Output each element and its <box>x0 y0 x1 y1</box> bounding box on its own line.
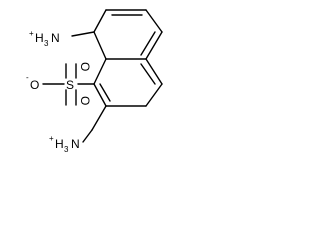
ammonium-group-bottom: + H 3 N <box>49 134 80 154</box>
bond <box>93 58 107 85</box>
charge-plus: + <box>49 134 54 143</box>
bond <box>145 31 163 60</box>
ring-bonds <box>91 9 163 131</box>
double-bond-lines <box>99 14 156 102</box>
bond <box>145 58 163 85</box>
oxygen-label-bottom: O <box>78 96 92 105</box>
subscript-3: 3 <box>44 39 49 48</box>
bond <box>93 83 107 107</box>
naphthalene-sulfonate-structure: + H 3 N S O O - O + H 3 N <box>26 9 163 154</box>
ammonium-group-top: + H 3 N <box>29 29 60 48</box>
bond <box>93 9 107 33</box>
charge-plus: + <box>29 29 34 38</box>
bond <box>99 83 111 102</box>
nitrogen-label: N <box>71 137 80 151</box>
bond <box>91 105 107 131</box>
oxygen-label-top: O <box>78 62 92 71</box>
bond <box>140 63 156 85</box>
structure-diagram: + H 3 N S O O - O + H 3 N <box>0 0 175 187</box>
bond <box>71 31 95 37</box>
bond <box>140 31 156 56</box>
sulfonate-bonds <box>42 63 95 106</box>
bond <box>145 83 163 107</box>
hydrogen-label: H <box>35 31 44 45</box>
bond <box>82 129 93 143</box>
sulfonate-group: S O O - O <box>26 62 92 105</box>
hydrogen-label: H <box>55 137 64 151</box>
oxygen-label-left: O <box>30 78 39 92</box>
sulfur-label: S <box>66 78 74 92</box>
nitrogen-label: N <box>51 31 60 45</box>
charge-minus: - <box>26 73 29 82</box>
subscript-3: 3 <box>64 145 69 154</box>
bond <box>145 9 163 33</box>
bond <box>93 31 107 60</box>
